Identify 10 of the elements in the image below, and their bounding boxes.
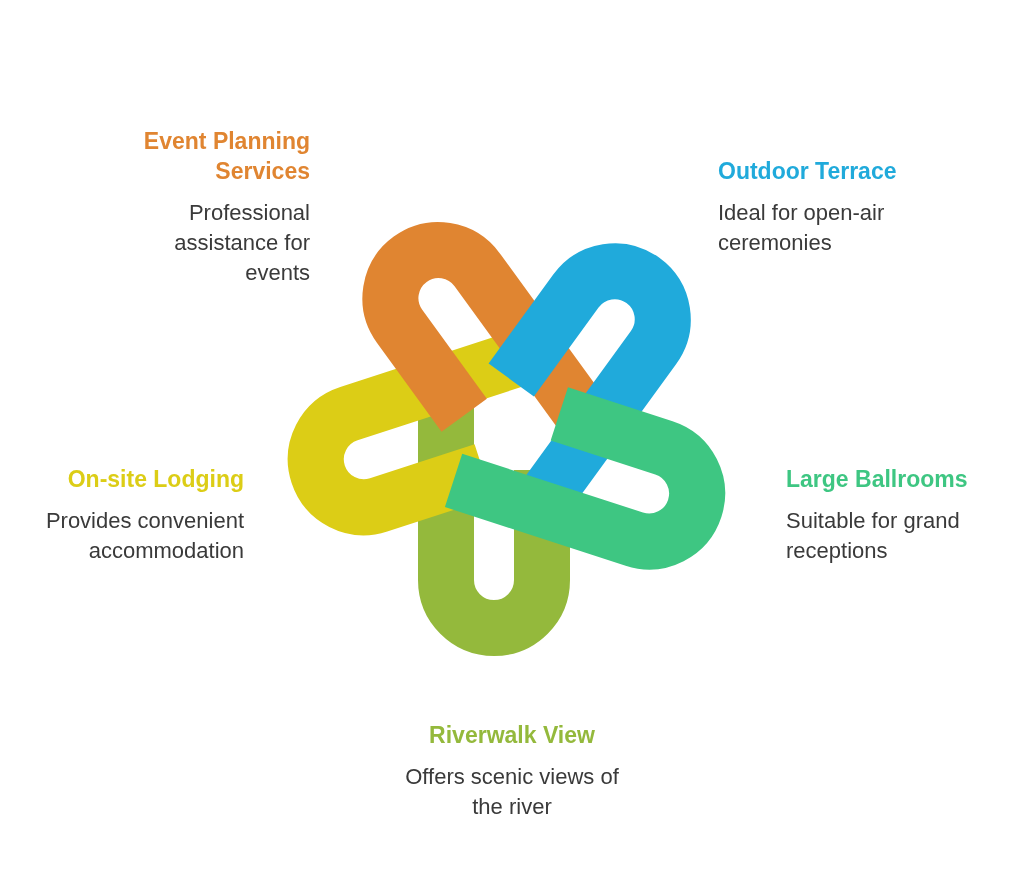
item-description: Ideal for open-air ceremonies bbox=[718, 199, 886, 257]
item-heading: Outdoor Terrace bbox=[718, 157, 898, 186]
item-description: Offers scenic views of the river bbox=[404, 763, 620, 821]
item-heading: Event Planning Services bbox=[142, 127, 310, 186]
item-description: Professional assistance for events bbox=[173, 199, 310, 287]
item-heading: On-site Lodging bbox=[66, 465, 244, 494]
item-description: Provides convenient accommodation bbox=[44, 507, 244, 565]
item-description: Suitable for grand receptions bbox=[786, 507, 961, 565]
item-heading: Large Ballrooms bbox=[786, 465, 969, 494]
item-heading: Riverwalk View bbox=[428, 721, 596, 750]
